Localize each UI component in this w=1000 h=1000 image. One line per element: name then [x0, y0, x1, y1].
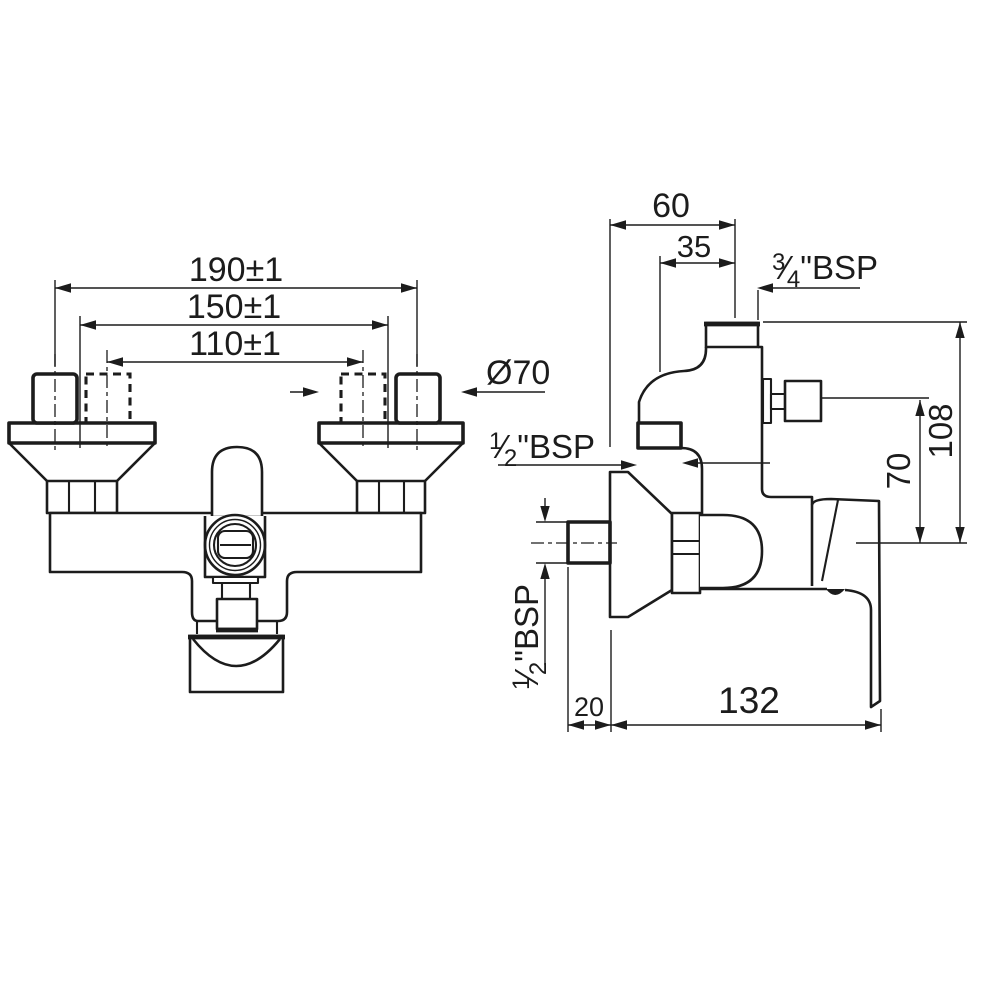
extension-lines-front	[54, 280, 418, 448]
bsp34-arrow	[757, 283, 773, 293]
body-outline-left	[637, 347, 708, 423]
dim-label-132: 132	[718, 680, 780, 721]
handle-set-screw	[826, 589, 845, 595]
cartridge-ring-outer	[203, 513, 267, 577]
top-outlet-nipple	[704, 321, 760, 349]
cartridge-ring-inner	[212, 522, 258, 568]
dimension-arrows-bottom	[568, 720, 881, 730]
body-outline-lower-left	[680, 446, 704, 516]
dim-label-190: 190±1	[189, 251, 283, 289]
right-escutcheon-cone	[318, 442, 464, 482]
handle-knob-front	[210, 445, 264, 519]
left-hex-nut	[45, 479, 119, 515]
dimension-arrows-front	[55, 283, 477, 397]
dim-label-110: 110±1	[189, 325, 281, 363]
bsp12-upper-arrow-left	[621, 460, 637, 470]
dim-label-150: 150±1	[187, 288, 281, 326]
dimension-arrows-top	[610, 220, 735, 268]
dim-label-dia70: Ø70	[486, 354, 550, 392]
side-view: 60 35 3⁄4"BSP 1⁄2"BSP 1⁄2"BSP	[489, 187, 967, 732]
dim-label-35: 35	[677, 229, 711, 264]
connection-dome	[700, 513, 764, 590]
front-view-dimensions: 190±1 150±1 110±1 Ø70	[54, 251, 550, 450]
outlet-neck	[220, 583, 252, 599]
bsp12-inlet-arrow-down	[540, 506, 550, 522]
housing-flange	[211, 575, 260, 585]
thread-label-34bsp: 3⁄4"BSP	[772, 249, 878, 293]
cartridge-ring-middle	[208, 518, 262, 572]
bsp12-upper-arrow-right	[682, 458, 698, 468]
side-view-dimensions: 60 35 3⁄4"BSP 1⁄2"BSP 1⁄2"BSP	[489, 187, 967, 732]
dim-label-70: 70	[880, 453, 917, 490]
front-view-body	[7, 372, 465, 694]
right-hex-nut	[355, 479, 427, 515]
side-view-body	[531, 321, 882, 709]
bsp12-inlet-arrow-up	[540, 563, 550, 579]
dim-label-108: 108	[922, 403, 959, 458]
reference-lines-right	[763, 321, 967, 544]
bsp12-inlet-leader	[536, 498, 567, 665]
hex-nut-side	[670, 511, 702, 595]
outlet-block	[215, 597, 259, 631]
body-outline-right	[758, 345, 814, 586]
outlet-cup	[188, 634, 285, 694]
escutcheon-side	[608, 470, 674, 619]
dim-label-20: 20	[574, 692, 604, 722]
lever-handle	[810, 497, 882, 709]
right-outer-bolt	[394, 372, 442, 425]
outlet-ears	[195, 621, 279, 634]
extension-lines-bottom	[567, 567, 882, 732]
right-inner-bolt-dashed	[339, 372, 387, 425]
extension-lines-top	[609, 219, 736, 447]
shower-outlet-stub	[636, 421, 683, 450]
left-escutcheon-plate	[7, 421, 157, 445]
diverter-knob	[761, 377, 823, 425]
front-view: 190±1 150±1 110±1 Ø70	[7, 251, 550, 694]
bsp34-leader	[757, 287, 860, 320]
right-escutcheon-plate	[317, 421, 465, 445]
dimension-arrows-right	[915, 322, 965, 543]
left-inner-bolt-dashed	[84, 372, 132, 425]
left-escutcheon-cone	[8, 442, 156, 482]
dim-label-60: 60	[652, 187, 690, 225]
bsp12-upper-leader	[498, 462, 770, 466]
